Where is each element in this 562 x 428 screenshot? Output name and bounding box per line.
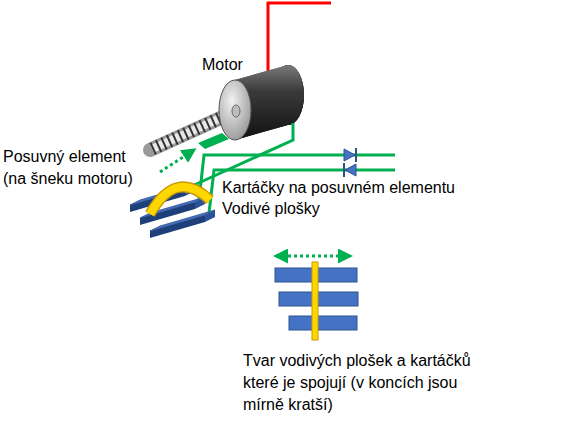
diode-symbol <box>344 148 356 162</box>
motor-body <box>219 65 304 140</box>
conductive-pads <box>130 184 215 238</box>
brush-shape <box>312 262 318 340</box>
note-label: Tvar vodivých plošek a kartáčků které je… <box>243 350 483 416</box>
motion-arrow <box>276 255 350 258</box>
part-label: Posuvný element (na šneku motoru) <box>3 146 153 190</box>
motion-arrow <box>160 150 194 172</box>
sliding-element <box>198 133 229 149</box>
part-label: Vodivé plošky <box>222 198 320 220</box>
red-wire <box>268 3 331 71</box>
motor-label: Motor <box>202 54 243 76</box>
pad-face <box>150 210 215 231</box>
brush-arc <box>150 187 210 214</box>
pad-shape <box>289 316 357 330</box>
diode-symbol <box>344 163 356 177</box>
part-label: Kartáčky na posuvném elementu <box>222 177 455 199</box>
